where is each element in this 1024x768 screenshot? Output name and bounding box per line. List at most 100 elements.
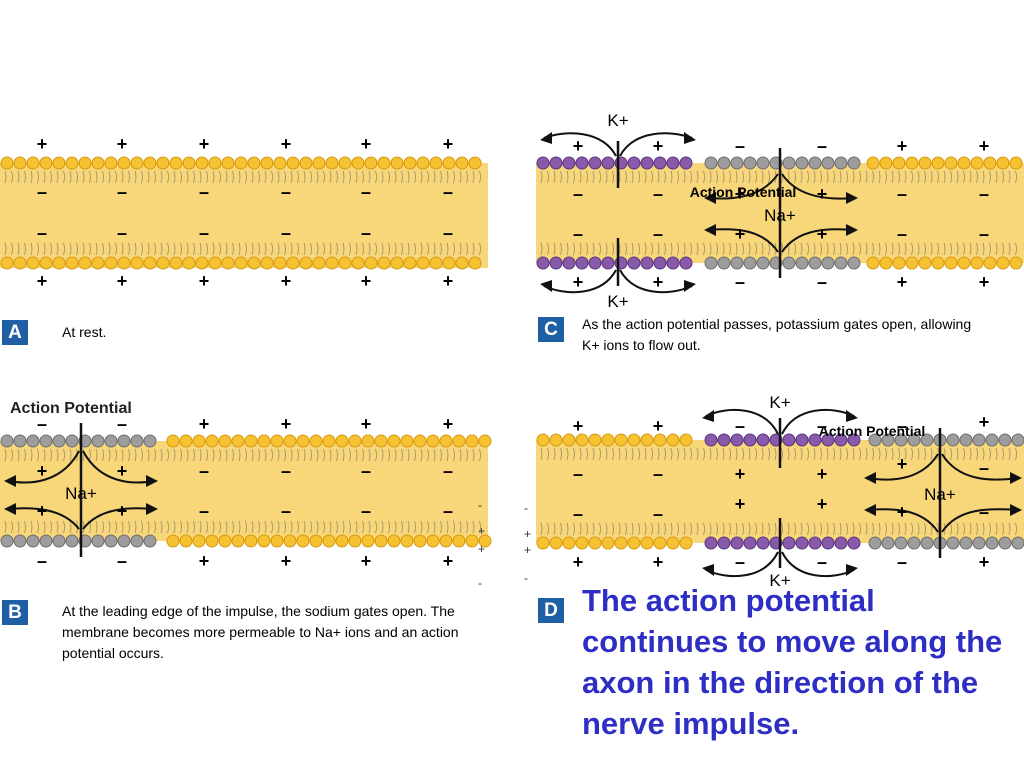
charge-sign: + [979, 272, 990, 292]
phospholipid-head [374, 534, 388, 548]
phospholipid-tail [904, 447, 907, 461]
phospholipid-head [601, 433, 615, 447]
phospholipid-tail [173, 242, 176, 256]
phospholipid-head [286, 256, 300, 270]
phospholipid-tail [917, 522, 920, 536]
phospholipid-head [166, 434, 180, 448]
phospholipid-head [834, 156, 848, 170]
phospholipid-tail [995, 447, 998, 461]
phospholipid-tail [186, 520, 189, 534]
phospholipid-head [205, 434, 219, 448]
phospholipid-tail [394, 170, 397, 184]
phospholipid-head [273, 256, 287, 270]
phospholipid-tail [355, 448, 358, 462]
phospholipid-tail [141, 242, 143, 256]
phospholipid-tail [206, 170, 208, 184]
phospholipid-tail [989, 170, 991, 184]
phospholipid-head [400, 434, 414, 448]
charge-sign: - [478, 576, 482, 590]
phospholipid-tail [89, 170, 91, 184]
phospholipid-head [156, 256, 170, 270]
phospholipid-tail [420, 170, 423, 184]
charge-sign: + [443, 271, 454, 291]
phospholipid-tail [846, 522, 848, 536]
phospholipid-tail [134, 170, 137, 184]
phospholipid-tail [180, 242, 182, 256]
phospholipid-head [666, 433, 680, 447]
phospholipid-tail [30, 448, 33, 462]
phospholipid-tail [800, 170, 803, 184]
phospholipid-tail [4, 448, 7, 462]
phospholipid-tail [440, 170, 442, 184]
phospholipid-tail [89, 242, 91, 256]
phospholipid-tail [199, 170, 202, 184]
phospholipid-tail [56, 448, 59, 462]
phospholipid-head [808, 156, 822, 170]
phospholipid-head [795, 256, 809, 270]
phospholipid-tail [245, 170, 247, 184]
phospholipid-tail [839, 242, 842, 256]
phospholipid-tail [859, 170, 861, 184]
phospholipid-tail [212, 170, 215, 184]
phospholipid-head [452, 534, 466, 548]
phospholipid-head [39, 534, 53, 548]
phospholipid-tail [271, 448, 273, 462]
phospholipid-tail [540, 447, 543, 461]
phospholipid-tail [820, 242, 822, 256]
phospholipid-tail [63, 242, 65, 256]
charge-sign: + [735, 494, 746, 514]
phospholipid-tail [199, 520, 202, 534]
phospholipid-tail [878, 170, 881, 184]
phospholipid-tail [420, 520, 423, 534]
phospholipid-tail [657, 242, 660, 256]
phospholipid-tail [599, 170, 601, 184]
phospholipid-head [834, 256, 848, 270]
phospholipid-tail [206, 242, 208, 256]
phospholipid-head [1009, 156, 1023, 170]
phospholipid-head [821, 536, 835, 550]
phospholipid-head [808, 256, 822, 270]
phospholipid-tail [427, 242, 429, 256]
inner-bottom-signs: + + – – – – [37, 501, 453, 521]
phospholipid-tail [466, 448, 468, 462]
phospholipid-tail [677, 447, 679, 461]
phospholipid-tail [24, 520, 26, 534]
charge-sign: + [817, 184, 828, 204]
phospholipid-tail [709, 170, 712, 184]
phospholipid-tail [440, 242, 442, 256]
phospholipid-tail [670, 447, 673, 461]
phospholipid-tail [781, 447, 783, 461]
phospholipid-tail [755, 170, 757, 184]
phospholipid-tail-row [4, 448, 481, 462]
phospholipid-head [931, 256, 945, 270]
charge-sign: + [573, 272, 584, 292]
phospholipid-head [387, 434, 401, 448]
sodium-flow-arrows [864, 453, 1022, 533]
phospholipid-tail [440, 520, 442, 534]
phospholipid-head [234, 256, 248, 270]
charge-sign: – [979, 458, 989, 478]
panel-c-caption: As the action potential passes, potassiu… [582, 316, 972, 353]
phospholipid-head [218, 434, 232, 448]
phospholipid-tail [638, 170, 640, 184]
phospholipid-tail [115, 170, 117, 184]
charge-sign: + [979, 412, 990, 432]
charge-sign: + [361, 551, 372, 571]
phospholipid-tail [407, 448, 410, 462]
phospholipid-tail [310, 520, 312, 534]
phospholipid-head [39, 434, 53, 448]
phospholipid-head [364, 156, 378, 170]
phospholipid-tail [690, 242, 692, 256]
phospholipid-tail [638, 447, 640, 461]
charge-sign: + [653, 552, 664, 572]
phospholipid-tail [943, 170, 946, 184]
phospholipid-tail [787, 522, 790, 536]
charge-sign: + [735, 224, 746, 244]
phospholipid-head [653, 156, 667, 170]
phospholipid-tail [911, 242, 913, 256]
phospholipid-tail [872, 242, 874, 256]
phospholipid-tail [657, 447, 660, 461]
phospholipid-tail [976, 447, 978, 461]
phospholipid-tail [865, 242, 868, 256]
phospholipid-head [907, 536, 921, 550]
